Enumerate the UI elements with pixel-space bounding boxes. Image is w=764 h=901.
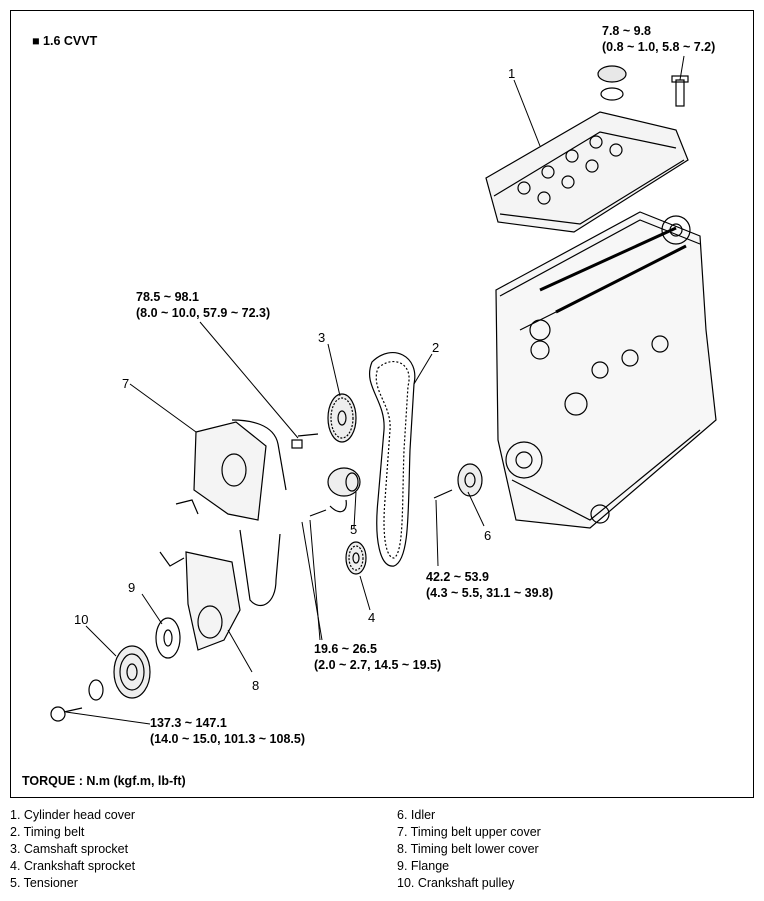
legend-item: 5. Tensioner [10, 876, 78, 890]
torque-crank-bolt-nm: 137.3 ~ 147.1 [150, 716, 227, 730]
torque-tensioner-nm: 19.6 ~ 26.5 [314, 642, 377, 656]
variant-label: ■ 1.6 CVVT [32, 34, 98, 48]
callout-9: 9 [128, 580, 136, 595]
legend-item: 10. Crankshaft pulley [397, 876, 515, 890]
leader-lines [65, 55, 685, 725]
timing-belt-lower-cover-part [159, 529, 281, 651]
idler-part [433, 463, 483, 499]
flange-part [155, 617, 181, 659]
torque-tensioner-alt: (2.0 ~ 2.7, 14.5 ~ 19.5) [314, 658, 442, 672]
torque-unit-note: TORQUE : N.m (kgf.m, lb-ft) [22, 774, 186, 788]
callout-4: 4 [368, 610, 376, 625]
callout-10: 10 [74, 612, 89, 627]
torque-camshaft-nm: 78.5 ~ 98.1 [136, 290, 199, 304]
crankshaft-sprocket-part [345, 541, 367, 575]
legend-item: 6. Idler [397, 808, 436, 822]
torque-head-cover-nm: 7.8 ~ 9.8 [602, 24, 651, 38]
legend-item: 1. Cylinder head cover [10, 808, 136, 822]
legend-item: 2. Timing belt [10, 825, 85, 839]
torque-camshaft-alt: (8.0 ~ 10.0, 57.9 ~ 72.3) [136, 306, 271, 320]
callout-3: 3 [318, 330, 326, 345]
legend-item: 7. Timing belt upper cover [397, 825, 541, 839]
tensioner-part [309, 467, 361, 517]
torque-idler-nm: 42.2 ~ 53.9 [426, 570, 489, 584]
callout-5: 5 [350, 522, 358, 537]
torque-head-cover-alt: (0.8 ~ 1.0, 5.8 ~ 7.2) [602, 40, 716, 54]
torque-idler-alt: (4.3 ~ 5.5, 31.1 ~ 39.8) [426, 586, 554, 600]
camshaft-sprocket-part [291, 393, 357, 449]
legend-item: 9. Flange [397, 859, 450, 873]
torque-crank-bolt-alt: (14.0 ~ 15.0, 101.3 ~ 108.5) [150, 732, 305, 746]
engine-block-part [495, 211, 717, 529]
callout-2: 2 [432, 340, 440, 355]
legend-item: 8. Timing belt lower cover [397, 842, 539, 856]
cylinder-head-cover-part [485, 65, 689, 233]
callout-1: 1 [508, 66, 516, 81]
timing-belt-upper-cover-part [175, 419, 287, 521]
legend-item: 4. Crankshaft sprocket [10, 859, 136, 873]
timing-belt-part [369, 352, 416, 567]
legend-item: 3. Camshaft sprocket [10, 842, 129, 856]
callout-6: 6 [484, 528, 492, 543]
crankshaft-pulley-part [50, 645, 151, 722]
callout-8: 8 [252, 678, 260, 693]
diagram-frame [10, 10, 754, 798]
callout-7: 7 [122, 376, 130, 391]
